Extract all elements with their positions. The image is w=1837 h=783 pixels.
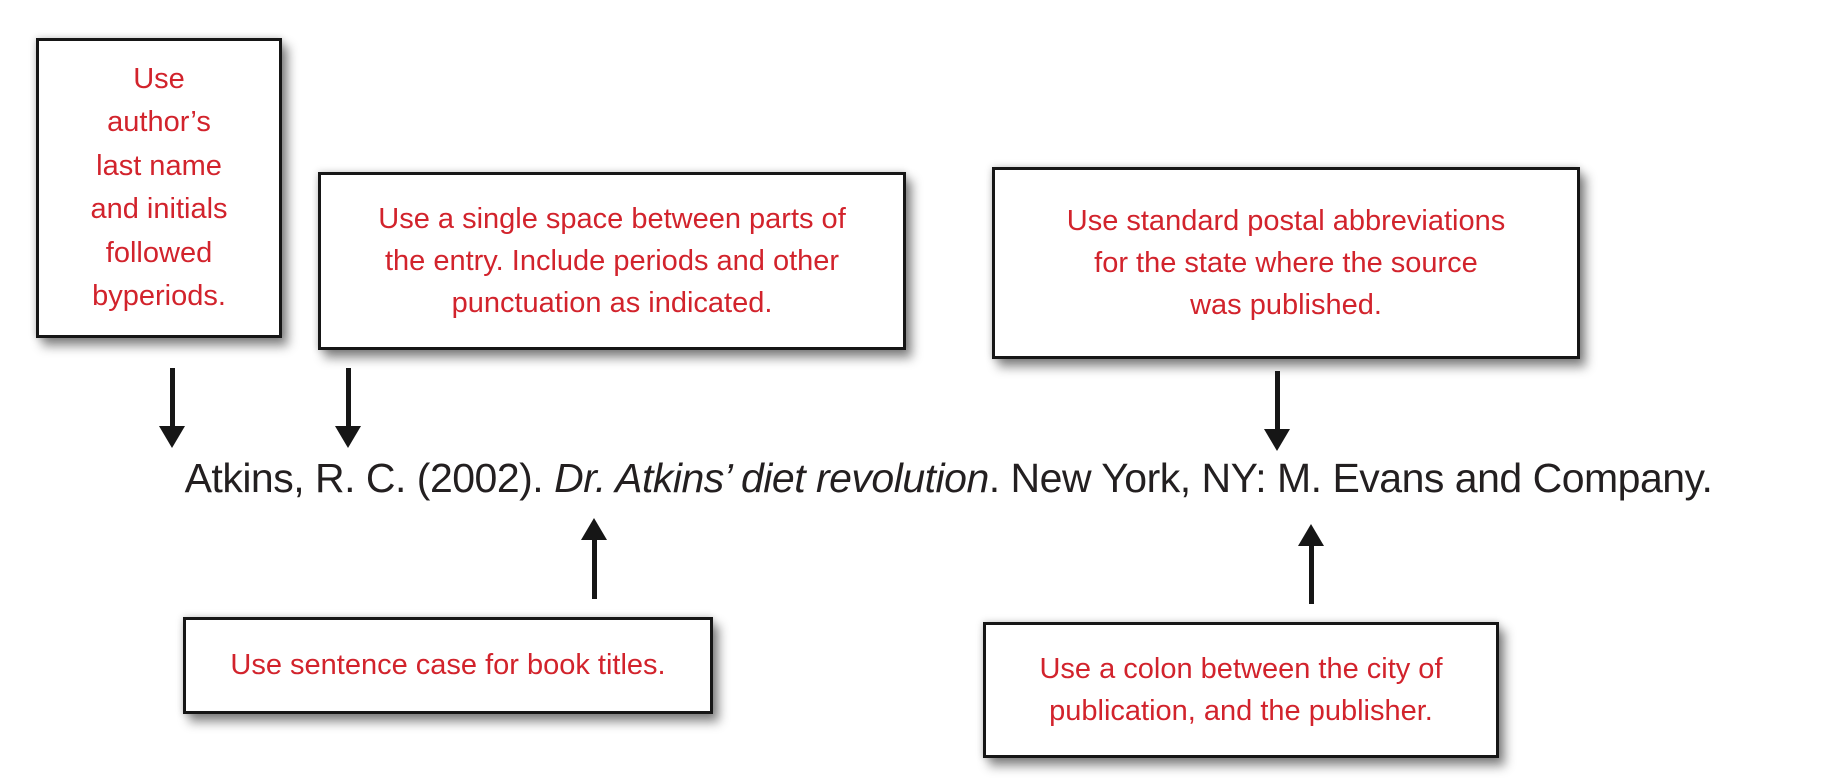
- down-arrow-author-to-citation: [158, 368, 186, 448]
- citation-line: Atkins, R. C. (2002). Dr. Atkins’ diet r…: [60, 450, 1837, 506]
- arrow-stem: [345, 368, 351, 426]
- up-arrow-colon-to-publisher: [1297, 524, 1325, 604]
- up-arrow-sentence-case-to-title: [580, 518, 608, 599]
- annotation-box-sentence-case: Use sentence case for book titles.: [183, 617, 713, 714]
- annotation-text-author-name: Use author’s last name and initials foll…: [90, 62, 228, 313]
- arrow-stem: [169, 368, 175, 426]
- citation-publisher: . New York, NY: M. Evans and Company.: [988, 455, 1713, 501]
- arrow-head-up-icon: [1298, 524, 1324, 546]
- arrow-stem: [591, 540, 597, 599]
- annotation-text-single-space: Use a single space between parts of the …: [378, 202, 846, 320]
- arrow-head-down-icon: [1264, 429, 1290, 451]
- arrow-head-down-icon: [335, 426, 361, 448]
- down-arrow-spacing-to-citation: [334, 368, 362, 448]
- arrow-stem: [1308, 546, 1314, 604]
- arrow-stem: [1274, 371, 1280, 429]
- annotation-box-colon: Use a colon between the city of publicat…: [983, 622, 1499, 758]
- citation-author-year: Atkins, R. C. (2002).: [184, 455, 555, 501]
- arrow-head-down-icon: [159, 426, 185, 448]
- annotation-box-single-space: Use a single space between parts of the …: [318, 172, 906, 350]
- annotation-text-sentence-case: Use sentence case for book titles.: [230, 649, 666, 682]
- annotation-text-postal-abbreviations: Use standard postal abbreviations for th…: [1066, 204, 1506, 322]
- arrow-head-up-icon: [581, 518, 607, 540]
- annotation-text-colon: Use a colon between the city of publicat…: [1039, 652, 1443, 727]
- annotation-box-postal-abbreviations: Use standard postal abbreviations for th…: [992, 167, 1580, 359]
- citation-book-title: Dr. Atkins’ diet revolution: [554, 455, 989, 501]
- down-arrow-postal-to-citation: [1263, 371, 1291, 451]
- annotation-box-author-name: Use author’s last name and initials foll…: [36, 38, 282, 338]
